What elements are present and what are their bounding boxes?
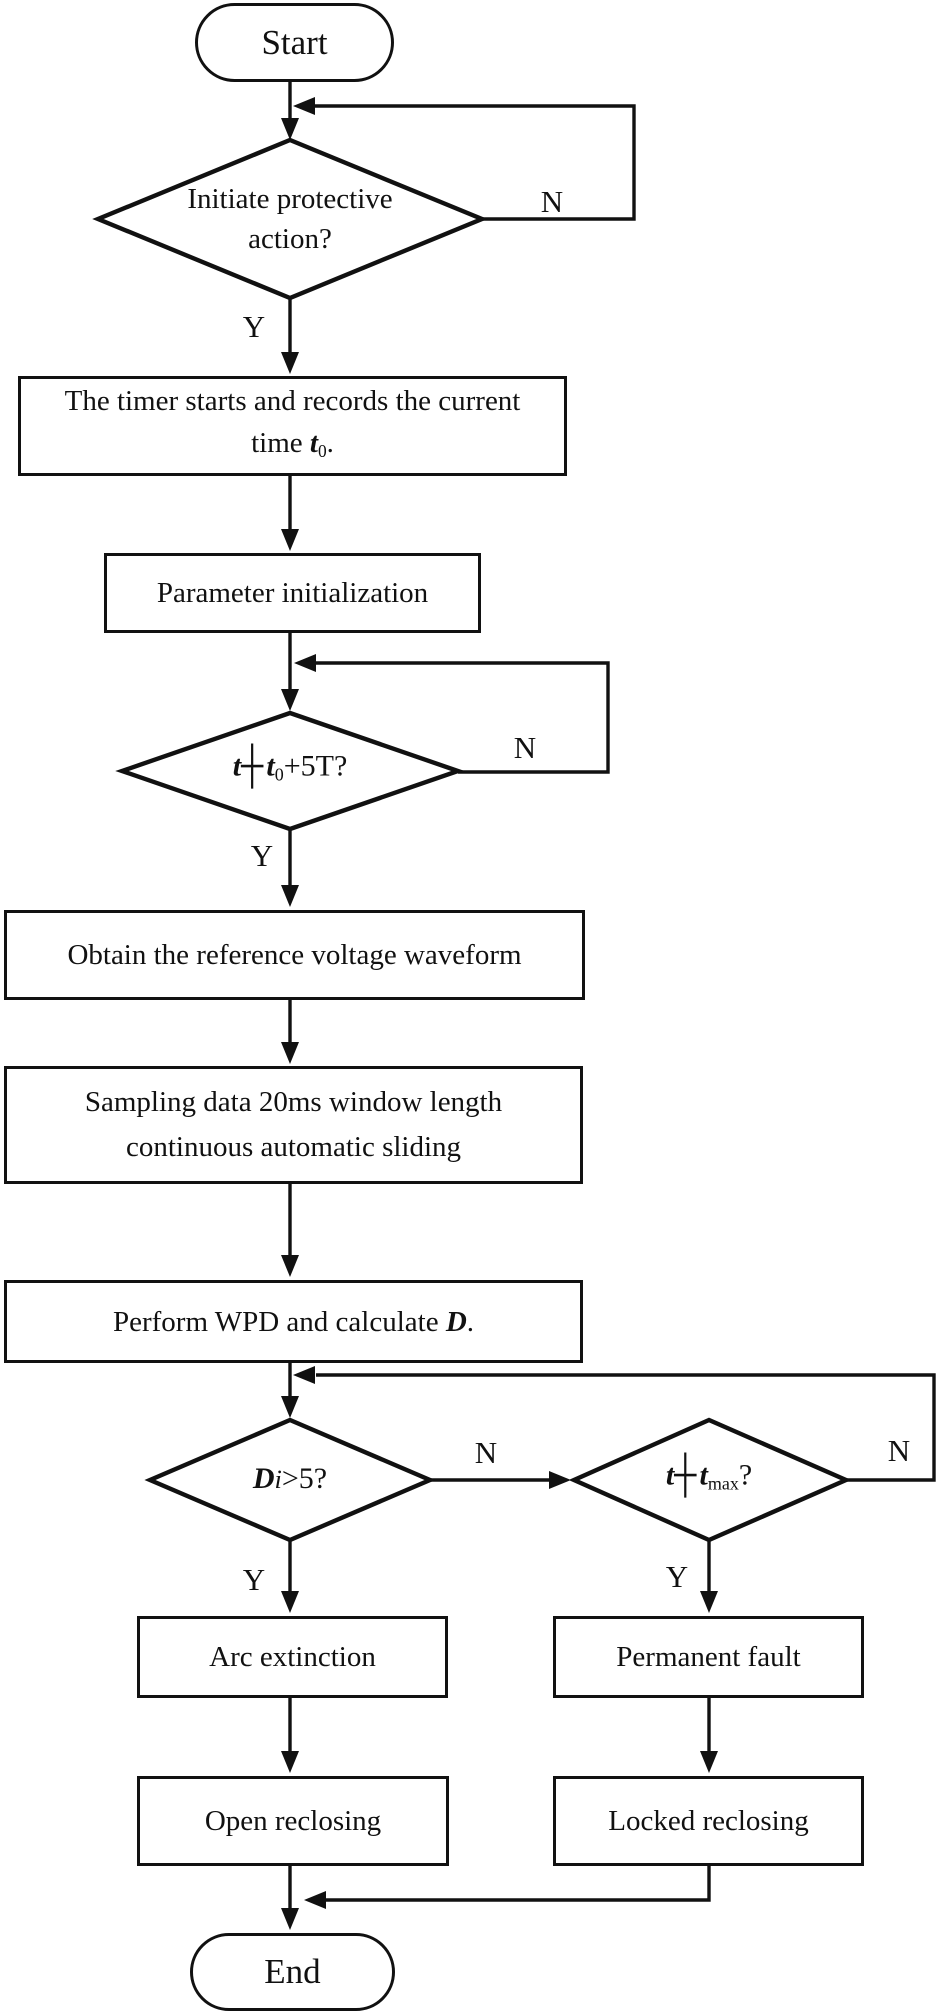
timer-var-t: t — [309, 427, 318, 460]
param-init-process: Parameter initialization — [104, 553, 481, 633]
perform-var-d: D — [445, 1305, 467, 1338]
arrowhead-into-permanent — [700, 1591, 718, 1613]
arrowhead-into-param — [281, 529, 299, 551]
tmax-sub-max: max — [707, 1473, 739, 1494]
arrowhead-into-arc — [281, 1591, 299, 1613]
arrowhead-into-decision1 — [281, 118, 299, 140]
perform-label: Perform WPD and calculate D. — [113, 1301, 474, 1343]
t5t-var-t: t — [232, 749, 242, 783]
arrowhead-into-locked — [700, 1751, 718, 1773]
arrowhead-loop2 — [294, 654, 316, 672]
sampling-process: Sampling data 20ms window length continu… — [4, 1066, 583, 1184]
perform-pre: Perform WPD and calculate — [112, 1305, 446, 1338]
di-tail: >5? — [281, 1462, 328, 1495]
decision1-no-label: N — [540, 184, 564, 219]
start-terminal: Start — [195, 3, 394, 82]
perform-tail: . — [466, 1305, 475, 1338]
locked-reclosing-label: Locked reclosing — [608, 1805, 809, 1837]
arrowhead-into-timer — [281, 352, 299, 374]
decision3-no-label: N — [474, 1435, 498, 1470]
timer-line1: The timer starts and records the current — [64, 385, 521, 418]
arc-extinction-label: Arc extinction — [209, 1641, 376, 1673]
open-reclosing-process: Open reclosing — [137, 1776, 449, 1866]
timer-process: The timer starts and records the current… — [18, 376, 567, 476]
timer-sub-0: 0 — [317, 440, 327, 461]
sampling-line2: continuous automatic sliding — [125, 1131, 462, 1163]
decision2-no-label: N — [513, 730, 537, 765]
t5t-sub-0: 0 — [274, 764, 284, 785]
loop-decision4-no — [316, 1373, 936, 1482]
locked-reclosing-process: Locked reclosing — [553, 1776, 864, 1866]
decision2-yes-label: Y — [250, 838, 274, 873]
decision4-no-label: N — [887, 1433, 911, 1468]
decision-protective-label: Initiate protective action? — [187, 179, 392, 259]
t5t-var-t0: t — [266, 749, 275, 783]
arrowhead-into-decision2 — [281, 689, 299, 711]
perform-wpd-process: Perform WPD and calculate D. — [4, 1280, 583, 1363]
tmax-tail: ? — [738, 1458, 753, 1492]
decision-protective-line2: action? — [248, 223, 332, 255]
permanent-fault-label: Permanent fault — [616, 1641, 801, 1673]
end-terminal: End — [190, 1933, 395, 2011]
sampling-line1: Sampling data 20ms window length — [84, 1086, 503, 1118]
end-label: End — [264, 1952, 321, 1991]
param-init-label: Parameter initialization — [156, 577, 429, 609]
timer-line2-pre: time — [251, 427, 310, 460]
ge-symbol-glyph-2: ┼ — [674, 1453, 697, 1495]
open-reclosing-label: Open reclosing — [204, 1805, 382, 1837]
arrowhead-merge — [304, 1891, 326, 1909]
di-var-i: i — [274, 1464, 282, 1494]
obtain-process: Obtain the reference voltage waveform — [4, 910, 585, 1000]
decision-tmax-label: t┼tmax? — [665, 1453, 753, 1503]
di-var-d: D — [252, 1462, 275, 1495]
arrowhead-into-end — [281, 1908, 299, 1930]
tmax-var-t2: t — [699, 1458, 708, 1492]
tmax-var-t: t — [665, 1458, 675, 1492]
permanent-fault-process: Permanent fault — [553, 1616, 864, 1698]
decision3-yes-label: Y — [242, 1562, 266, 1597]
arrowhead-into-decision4 — [549, 1471, 571, 1489]
arrowhead-loop3 — [293, 1366, 315, 1384]
arrowhead-loop1 — [293, 97, 315, 115]
ge-symbol-glyph: ┼ — [241, 744, 264, 786]
arrowhead-into-obtain — [281, 885, 299, 907]
decision1-yes-label: Y — [242, 309, 266, 344]
timer-line2-tail: . — [326, 427, 334, 460]
arrowhead-into-sampling — [281, 1042, 299, 1064]
decision-t5t-label: t┼t0+5T? — [232, 744, 348, 794]
line-locked-merge — [326, 1866, 711, 1902]
arrowhead-into-decision3 — [281, 1396, 299, 1418]
t5t-tail: +5T? — [283, 749, 348, 783]
loop-decision2-no — [316, 661, 610, 774]
decision4-yes-label: Y — [665, 1559, 689, 1594]
obtain-label: Obtain the reference voltage waveform — [67, 939, 522, 971]
timer-line2: time t0. — [251, 422, 334, 472]
arc-extinction-process: Arc extinction — [137, 1616, 448, 1698]
start-label: Start — [261, 22, 328, 62]
decision-di-label: Di>5? — [253, 1459, 327, 1499]
arrowhead-into-perform — [281, 1255, 299, 1277]
arrowhead-into-open — [281, 1751, 299, 1773]
decision-protective-line1: Initiate protective — [187, 183, 393, 215]
